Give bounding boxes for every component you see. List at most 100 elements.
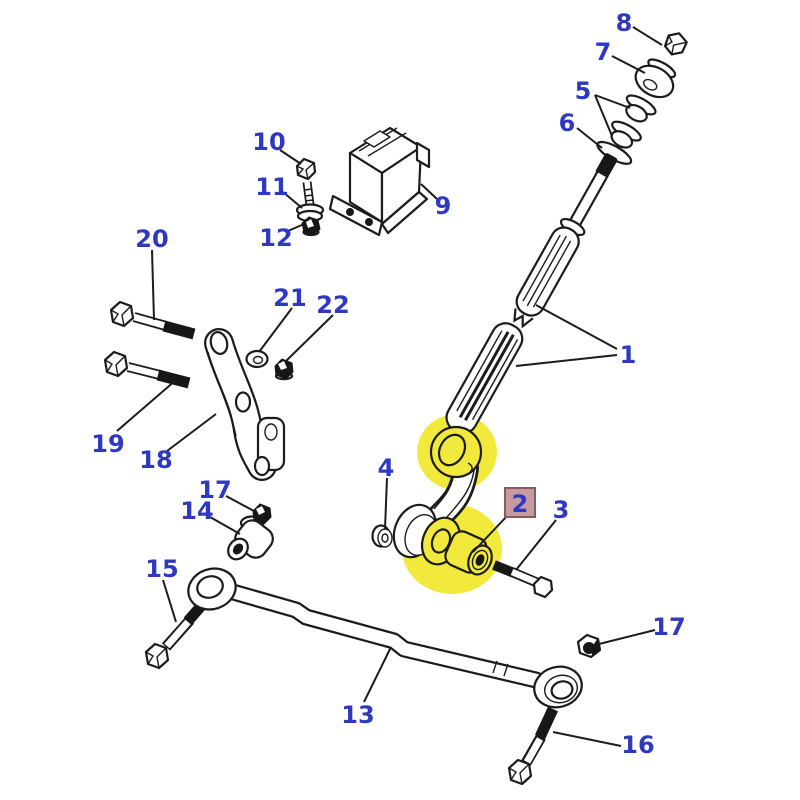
leader-line <box>384 477 388 530</box>
bolt-20-head <box>109 300 135 328</box>
leader-line <box>116 379 177 432</box>
callout-number: 5 <box>575 77 592 105</box>
callout-12[interactable]: 12 <box>259 224 292 252</box>
callout-number: 11 <box>255 173 288 201</box>
callout-10[interactable]: 10 <box>252 128 285 156</box>
callout-8[interactable]: 8 <box>616 9 633 37</box>
leader-line <box>611 55 646 74</box>
callout-17[interactable]: 17 <box>652 613 685 641</box>
part-bolt-15 <box>144 593 214 670</box>
leader-line <box>151 249 155 321</box>
part-bolt-16 <box>507 706 558 786</box>
part-washer-21 <box>245 349 269 369</box>
callout-13[interactable]: 13 <box>341 701 374 729</box>
callout-4[interactable]: 4 <box>378 454 395 482</box>
part-drag-link-13 <box>187 567 583 709</box>
part-bolt-3 <box>492 560 554 599</box>
link-upper-fluted-section <box>515 226 580 317</box>
leader-line <box>515 354 618 367</box>
callout-19[interactable]: 19 <box>91 430 124 458</box>
bolt-16-head <box>507 758 533 786</box>
callout-20[interactable]: 20 <box>135 225 168 253</box>
callout-number: 19 <box>91 430 124 458</box>
part-nut-12 <box>301 216 321 237</box>
part-bracket-9 <box>328 126 431 237</box>
bolt-15-head <box>144 642 170 670</box>
leader-line <box>552 731 622 747</box>
callout-number: 8 <box>616 9 633 37</box>
part-bracket-18 <box>204 328 286 481</box>
leader-line <box>576 127 603 149</box>
part-nut-22 <box>274 358 294 381</box>
callout-16[interactable]: 16 <box>621 731 654 759</box>
part-link-assembly-1 <box>445 32 688 435</box>
leader-line <box>594 94 613 137</box>
part-washer-11 <box>295 203 325 223</box>
bolt-19-head <box>103 350 129 378</box>
leader-line <box>535 304 618 350</box>
callout-number: 22 <box>316 291 349 319</box>
part-bushing-eye-upper[interactable] <box>429 425 483 479</box>
callout-number: 17 <box>198 476 231 504</box>
callout-11[interactable]: 11 <box>255 173 288 201</box>
callout-14[interactable]: 14 <box>180 497 213 525</box>
leader-line <box>363 646 392 703</box>
leader-line <box>162 579 177 623</box>
leader-line <box>225 495 255 512</box>
callout-number: 7 <box>595 38 612 66</box>
part-nut-17-lower <box>576 633 602 659</box>
callout-number: 20 <box>135 225 168 253</box>
callout-number: 6 <box>559 109 576 137</box>
part-washer-4-art <box>371 524 393 548</box>
callout-number: 2 <box>512 490 529 518</box>
callout-number: 10 <box>252 128 285 156</box>
callout-number: 14 <box>180 497 213 525</box>
callout-number: 9 <box>435 192 452 220</box>
leader-line <box>598 629 656 645</box>
callout-7[interactable]: 7 <box>595 38 612 66</box>
part-bolt-10 <box>295 157 317 206</box>
leader-line <box>515 519 557 571</box>
callout-17[interactable]: 17 <box>198 476 231 504</box>
selected-callout-box <box>504 487 536 518</box>
callout-3[interactable]: 3 <box>553 496 570 524</box>
callout-15[interactable]: 15 <box>145 555 178 583</box>
callout-number: 17 <box>652 613 685 641</box>
callout-2[interactable]: 2 <box>504 487 536 518</box>
bolt-8-head <box>663 32 688 56</box>
callout-number: 18 <box>139 446 172 474</box>
leader-line-layer <box>116 26 663 747</box>
leader-line <box>282 191 303 209</box>
bolt-3-head <box>532 575 554 599</box>
callout-9[interactable]: 9 <box>435 192 452 220</box>
leader-line <box>594 94 631 109</box>
link-rod <box>567 170 609 230</box>
link-fork-notch <box>513 308 534 329</box>
part-bolt-19 <box>103 350 191 389</box>
part-bolt-20 <box>109 300 196 340</box>
leader-line <box>258 307 293 353</box>
leader-line <box>472 514 509 553</box>
callout-number: 21 <box>273 284 306 312</box>
callout-22[interactable]: 22 <box>316 291 349 319</box>
callout-number: 15 <box>145 555 178 583</box>
leader-line <box>632 26 663 46</box>
callout-number: 12 <box>259 224 292 252</box>
callout-5[interactable]: 5 <box>575 77 592 105</box>
part-bushing-group-2[interactable] <box>386 498 496 578</box>
leader-line <box>285 314 334 362</box>
callout-21[interactable]: 21 <box>273 284 306 312</box>
callout-6[interactable]: 6 <box>559 109 576 137</box>
callout-18[interactable]: 18 <box>139 446 172 474</box>
part-bushing-14 <box>227 519 274 561</box>
link-lower-fluted-section <box>445 322 524 435</box>
callout-number: 13 <box>341 701 374 729</box>
leader-line <box>287 223 305 232</box>
leader-line <box>279 149 302 165</box>
callout-1[interactable]: 1 <box>620 341 637 369</box>
leader-line <box>209 516 241 535</box>
callout-number: 3 <box>553 496 570 524</box>
